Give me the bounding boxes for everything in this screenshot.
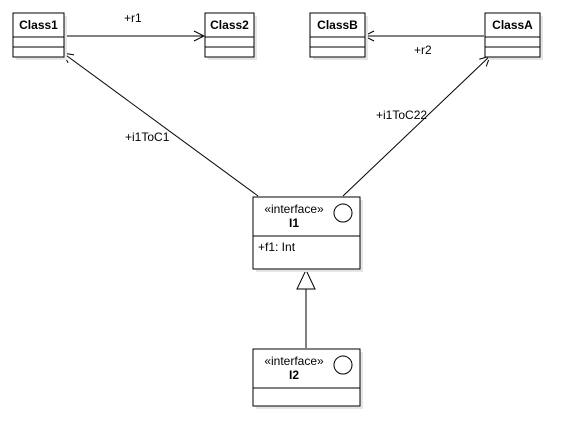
interface-i1[interactable]: «interface» I1 +f1: Int (252, 196, 363, 272)
interface-stereotype: «interface» (264, 202, 324, 216)
class-name: Class1 (19, 18, 58, 32)
association-label-r2: +r2 (414, 43, 432, 57)
interface-attribute: +f1: Int (258, 240, 296, 254)
interface-circle-icon (333, 203, 353, 223)
interface-name: I2 (289, 368, 299, 382)
class-class2[interactable]: Class2 (204, 12, 257, 60)
generalization-triangle-icon (296, 268, 316, 290)
association-label-i1toc22: +i1ToC22 (376, 108, 427, 122)
generalization-i2-i1[interactable] (296, 268, 316, 348)
class-name: ClassB (317, 18, 358, 32)
association-i1-class1[interactable] (63, 53, 259, 197)
class-class1[interactable]: Class1 (12, 12, 67, 60)
association-i1-classa[interactable] (342, 56, 490, 197)
association-label-r1: +r1 (124, 11, 142, 25)
interface-name: I1 (289, 216, 299, 230)
class-name: ClassA (492, 18, 533, 32)
class-name: Class2 (210, 18, 249, 32)
association-label-i1toc1: +i1ToC1 (125, 130, 170, 144)
class-classb[interactable]: ClassB (309, 12, 368, 60)
interface-stereotype: «interface» (264, 354, 324, 368)
interface-i2[interactable]: «interface» I2 (252, 348, 363, 409)
class-classa[interactable]: ClassA (484, 12, 543, 60)
interface-circle-icon (333, 355, 353, 375)
